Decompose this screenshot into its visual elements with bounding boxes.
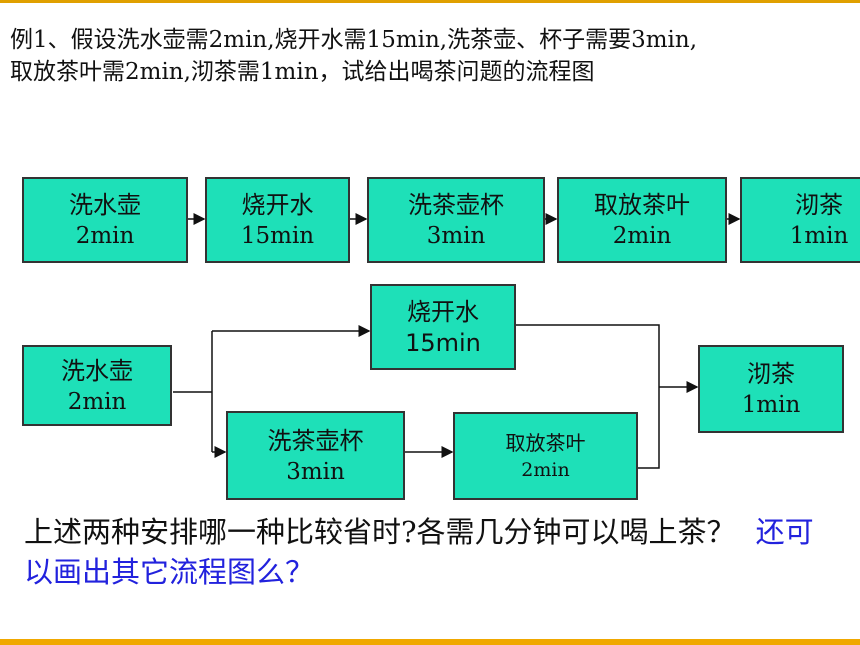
question-main: 上述两种安排哪一种比较省时?各需几分钟可以喝上茶？ bbox=[24, 515, 736, 549]
step-name: 洗水壶 bbox=[69, 191, 141, 219]
boil-merge-line bbox=[516, 324, 660, 387]
step-name: 沏茶 bbox=[747, 360, 795, 388]
step-name: 洗水壶 bbox=[61, 356, 133, 385]
step-time: 3min bbox=[426, 223, 486, 249]
leaves-merge-line bbox=[638, 387, 660, 469]
parallel-step-tea-leaves: 取放茶叶 2min bbox=[453, 412, 638, 500]
bottom-accent-bar bbox=[0, 639, 860, 645]
step-name: 取放茶叶 bbox=[594, 191, 690, 219]
step-name: 烧开水 bbox=[241, 191, 314, 219]
discussion-question: 上述两种安排哪一种比较省时?各需几分钟可以喝上茶？还可以画出其它流程图么？ bbox=[24, 512, 824, 592]
serial-step-tea-leaves: 取放茶叶 2min bbox=[557, 177, 727, 263]
step-time: 15min bbox=[240, 223, 315, 249]
step-name: 取放茶叶 bbox=[505, 431, 586, 455]
step-time: 2min bbox=[67, 388, 127, 415]
step-time: 3min bbox=[286, 458, 345, 485]
parallel-step-boil-water: 烧开水 15min bbox=[370, 284, 516, 370]
serial-step-boil-water: 烧开水 15min bbox=[205, 177, 350, 263]
serial-step-wash-kettle: 洗水壶 2min bbox=[22, 177, 188, 263]
parallel-step-wash-teapot: 洗茶壶杯 3min bbox=[226, 411, 405, 500]
serial-step-wash-teapot: 洗茶壶杯 3min bbox=[367, 177, 545, 263]
step-time: 1min bbox=[741, 392, 801, 418]
parallel-step-brew: 沏茶 1min bbox=[698, 345, 844, 433]
step-name: 洗茶壶杯 bbox=[267, 426, 364, 455]
step-name: 洗茶壶杯 bbox=[408, 191, 504, 219]
step-name: 沏茶 bbox=[795, 191, 843, 219]
top-accent-bar bbox=[0, 0, 860, 3]
step-time: 2min bbox=[612, 223, 672, 249]
problem-statement: 例1、假设洗水壶需2min,烧开水需15min,洗茶壶、杯子需要3min, 取放… bbox=[10, 27, 698, 85]
step-time: 15min bbox=[405, 329, 481, 357]
serial-step-brew: 沏茶 1min bbox=[740, 177, 860, 263]
parallel-step-wash-kettle: 洗水壶 2min bbox=[22, 345, 172, 426]
step-time: 2min bbox=[521, 459, 570, 481]
question-extra: 还可以画出其它流程图么？ bbox=[24, 515, 814, 589]
step-time: 1min bbox=[789, 223, 849, 249]
step-time: 2min bbox=[75, 223, 135, 249]
step-name: 烧开水 bbox=[407, 298, 479, 326]
